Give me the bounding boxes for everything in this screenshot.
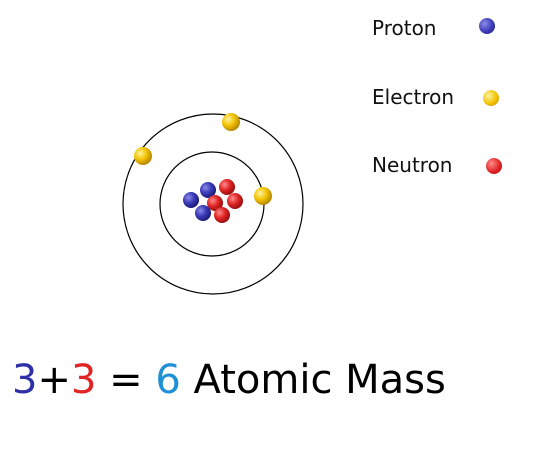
neutron [207, 195, 223, 211]
neutron [214, 207, 230, 223]
nucleus [183, 179, 243, 223]
equation-label: Atomic Mass [180, 357, 446, 403]
equation-plus: + [37, 357, 71, 403]
equation-neutrons: 3 [70, 357, 97, 403]
electron [254, 187, 272, 205]
neutron [227, 193, 243, 209]
equation-protons: 3 [12, 357, 38, 403]
neutron [219, 179, 235, 195]
proton [200, 182, 216, 198]
legend-electron: Electron [372, 82, 532, 112]
legend-neutron-label: Neutron [372, 153, 453, 177]
atomic-mass-equation: 3+3 = 6 Atomic Mass [12, 350, 446, 410]
legend-proton-label: Proton [372, 16, 437, 40]
legend-electron-label: Electron [372, 85, 455, 109]
electron [134, 147, 152, 165]
proton-dot-icon [479, 18, 495, 34]
equation-total: 6 [155, 357, 181, 403]
legend-neutron: Neutron [372, 150, 532, 180]
legend-proton: Proton [372, 13, 532, 43]
proton [183, 192, 199, 208]
outer-orbit [122, 113, 304, 295]
neutron-dot-icon [486, 158, 502, 174]
proton [195, 205, 211, 221]
electron [222, 113, 240, 131]
electron-dot-icon [483, 90, 499, 106]
equation-equals: = [96, 357, 156, 403]
